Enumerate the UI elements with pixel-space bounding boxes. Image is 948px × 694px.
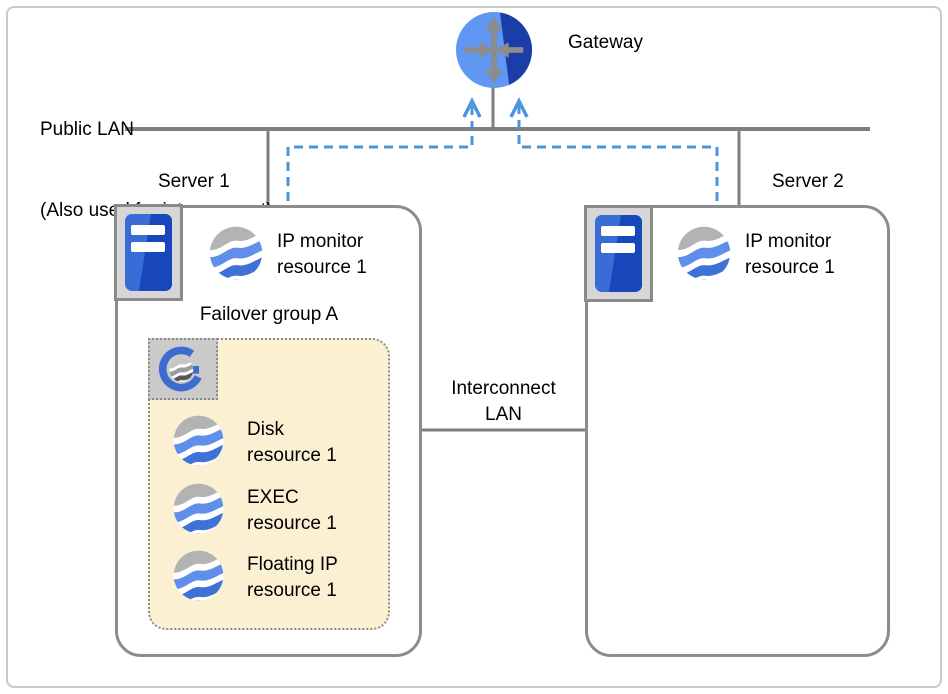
gateway-label: Gateway xyxy=(568,32,643,53)
failover-group-label: Failover group A xyxy=(199,304,339,325)
cluster-group-g-icon xyxy=(158,346,202,392)
server2-ip-monitor-icon xyxy=(676,225,732,281)
floating-ip-resource-line2: resource 1 xyxy=(247,580,337,601)
disk-resource-line1: Disk xyxy=(247,419,284,440)
server2-ip-monitor-line1: IP monitor xyxy=(745,231,832,252)
exec-resource-label: EXEC resource 1 xyxy=(247,485,337,537)
disk-resource-icon xyxy=(172,414,225,467)
server2-tower-icon xyxy=(584,205,653,302)
floating-ip-resource-line1: Floating IP xyxy=(247,554,338,575)
interconnect-lan-label: Interconnect LAN xyxy=(422,376,585,428)
gateway-router-icon xyxy=(455,11,533,89)
interconnect-line2: LAN xyxy=(485,404,522,425)
server1-tower-icon xyxy=(114,204,183,301)
server1-ip-monitor-label: IP monitor resource 1 xyxy=(277,229,367,281)
disk-resource-label: Disk resource 1 xyxy=(247,417,337,469)
exec-resource-line1: EXEC xyxy=(247,487,299,508)
server1-ip-monitor-line1: IP monitor xyxy=(277,231,364,252)
server2-ip-monitor-label: IP monitor resource 1 xyxy=(745,229,835,281)
disk-resource-line2: resource 1 xyxy=(247,445,337,466)
server1-ip-monitor-line2: resource 1 xyxy=(277,257,367,278)
failover-group-logo-tile xyxy=(148,338,218,400)
floating-ip-resource-icon xyxy=(172,549,225,602)
exec-resource-line2: resource 1 xyxy=(247,513,337,534)
server2-label: Server 2 xyxy=(772,171,844,192)
floating-ip-resource-label: Floating IP resource 1 xyxy=(247,552,338,604)
exec-resource-icon xyxy=(172,482,225,535)
diagram-outer-border xyxy=(6,6,942,688)
interconnect-line1: Interconnect xyxy=(451,378,556,399)
server1-ip-monitor-icon xyxy=(208,225,264,281)
server2-ip-monitor-line2: resource 1 xyxy=(745,257,835,278)
server1-label: Server 1 xyxy=(158,171,230,192)
public-lan-line1: Public LAN xyxy=(40,119,134,140)
